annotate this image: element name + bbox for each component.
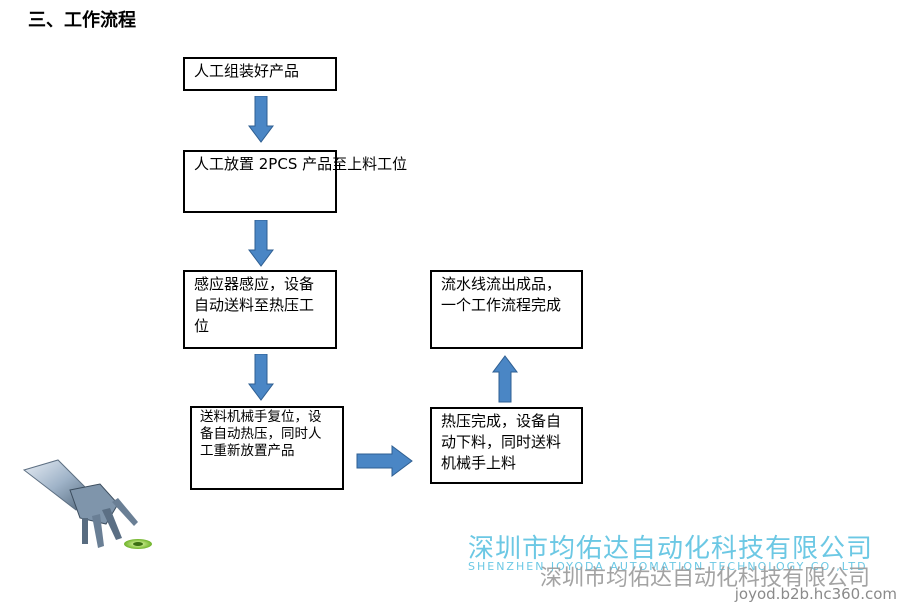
site-url-watermark: joyod.b2b.hc360.com — [734, 585, 897, 603]
step-1-box: 人工组装好产品 — [183, 57, 337, 91]
arrow-down-1 — [248, 96, 274, 143]
step-2-text: 人工放置 2PCS 产品至上料工位 — [194, 155, 408, 173]
step-3-text: 感应器感应，设备自动送料至热压工位 — [194, 275, 315, 335]
page-title: 三、工作流程 — [28, 10, 136, 31]
arrow-down-2 — [248, 220, 274, 267]
company-watermark: 深圳市均佑达自动化科技有限公司 — [468, 534, 874, 564]
step-3-box: 感应器感应，设备自动送料至热压工位 — [183, 270, 337, 349]
step-4-text: 送料机械手复位，设备自动热压，同时人工重新放置产品 — [200, 409, 322, 459]
step-6-text: 流水线流出成品，一个工作流程完成 — [441, 275, 562, 314]
step-5-text: 热压完成，设备自动下料，同时送料机械手上料 — [441, 412, 562, 472]
arrow-right — [356, 445, 413, 477]
step-2-box: 人工放置 2PCS 产品至上料工位 — [183, 150, 407, 213]
company-watermark-overlay: 深圳市均佑达自动化科技有限公司 — [540, 566, 871, 591]
arrow-down-3 — [248, 354, 274, 401]
step-6-box: 流水线流出成品，一个工作流程完成 — [430, 270, 583, 349]
arrow-up — [492, 355, 518, 403]
step-5-box: 热压完成，设备自动下料，同时送料机械手上料 — [430, 407, 583, 484]
step-1-text: 人工组装好产品 — [194, 62, 300, 80]
robot-hand-illustration — [22, 459, 152, 549]
company-watermark-en: SHENZHEN JOYODA AUTOMATION TECHNOLOGY CO… — [468, 560, 868, 573]
step-4-box: 送料机械手复位，设备自动热压，同时人工重新放置产品 — [190, 406, 344, 490]
